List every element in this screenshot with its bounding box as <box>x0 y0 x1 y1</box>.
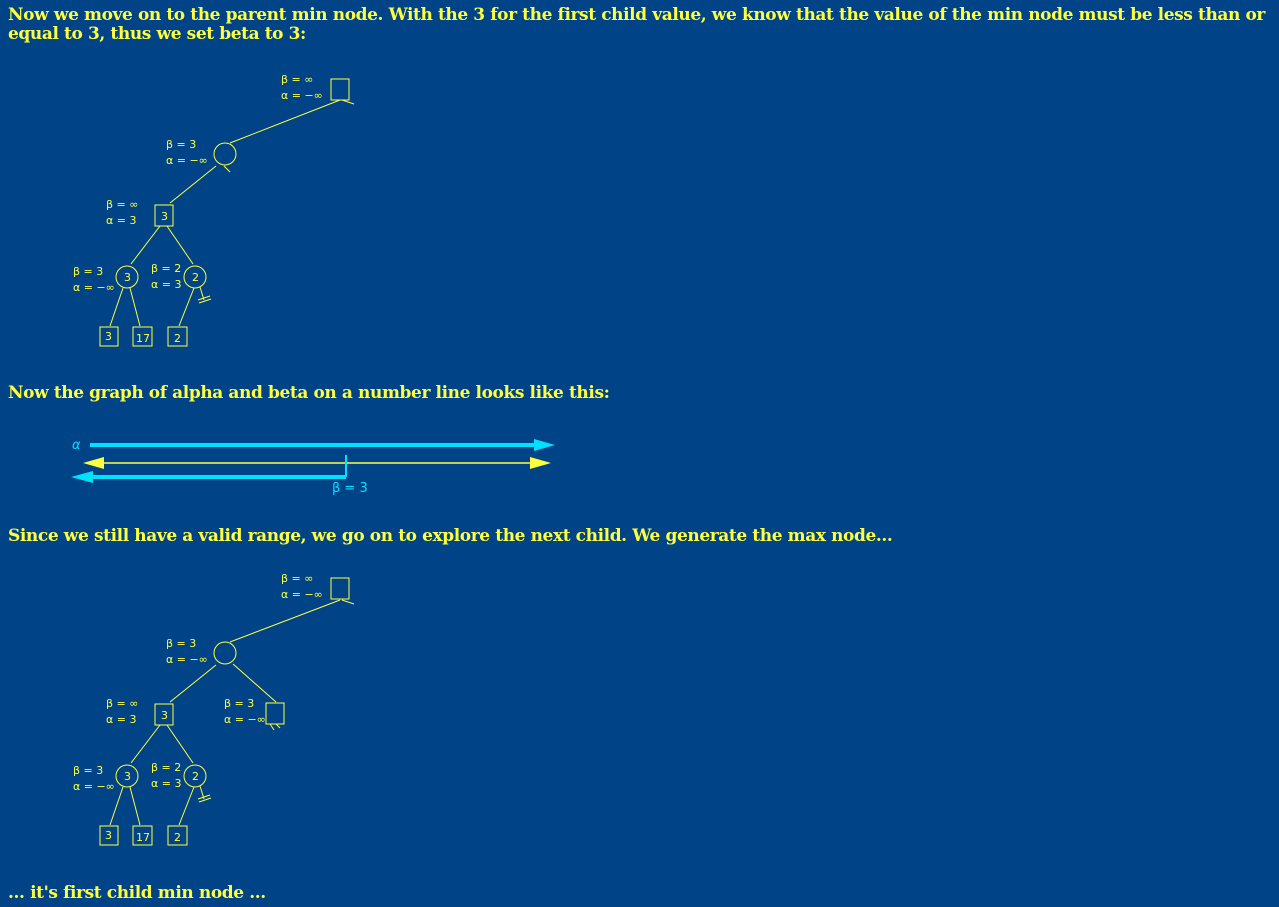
beta-label: β = 3 <box>224 697 254 710</box>
leaf-node <box>167 825 188 846</box>
paragraph-numberline: Now the graph of alpha and beta on a num… <box>8 383 610 403</box>
arrowhead-right-icon <box>530 457 551 469</box>
min-node-left <box>115 265 139 289</box>
arrowhead-right-icon <box>534 439 555 451</box>
alpha-label: α = 3 <box>151 278 181 291</box>
root-max-node <box>330 78 350 101</box>
paragraph-first-child: ... it's first child min node ... <box>8 883 266 903</box>
max-node-new <box>265 702 285 725</box>
leaf-node <box>132 326 153 347</box>
alpha-label: α = −∞ <box>281 588 323 601</box>
beta-label: β = 3 <box>73 265 103 278</box>
leaf-node <box>99 326 119 347</box>
beta-label: β = 3 <box>166 138 196 151</box>
beta-label: β = 3 <box>166 637 196 650</box>
paragraph-next-child: Since we still have a valid range, we go… <box>8 526 893 546</box>
min-node-right <box>183 764 207 788</box>
node-value: 3 <box>124 271 131 284</box>
beta-label: β = 3 <box>73 764 103 777</box>
min-node-left <box>115 764 139 788</box>
arrowhead-left-icon <box>71 471 93 483</box>
leaf-value: 17 <box>136 831 150 844</box>
leaf-value: 2 <box>174 831 181 844</box>
alpha-label: α = −∞ <box>166 653 208 666</box>
beta-label: β = 2 <box>151 761 181 774</box>
node-value: 2 <box>192 271 199 284</box>
paragraph-intro: Now we move on to the parent min node. W… <box>8 5 1265 44</box>
beta-label: β = 2 <box>151 262 181 275</box>
leaf-value: 17 <box>136 332 150 345</box>
alpha-label: α = −∞ <box>224 713 266 726</box>
alpha-label: α = −∞ <box>73 780 115 793</box>
beta-label: β = ∞ <box>106 697 138 710</box>
leaf-value: 3 <box>105 330 112 343</box>
alpha-label: α = −∞ <box>281 89 323 102</box>
leaf-value: 2 <box>174 332 181 345</box>
node-value: 3 <box>124 770 131 783</box>
alpha-label: α = 3 <box>106 713 136 726</box>
beta-label: β = ∞ <box>106 198 138 211</box>
number-line-diagram: α β = 3 <box>71 438 555 496</box>
alpha-label: α = −∞ <box>73 281 115 294</box>
tree-diagram-1: β = ∞ α = −∞ β = 3 α = −∞ β = ∞ α = 3 3 … <box>73 73 355 347</box>
alpha-label: α = 3 <box>151 777 181 790</box>
max-node <box>154 703 174 726</box>
arrowhead-left-icon <box>83 457 104 469</box>
beta-label: β = ∞ <box>281 73 313 86</box>
beta-label: β = 3 <box>332 481 368 496</box>
node-value: 3 <box>161 709 168 722</box>
min-node <box>213 142 237 166</box>
alpha-label: α = −∞ <box>166 154 208 167</box>
min-node <box>213 641 237 665</box>
node-value: 3 <box>161 210 168 223</box>
alpha-label: α = 3 <box>106 214 136 227</box>
tree-diagram-2: β = ∞ α = −∞ β = 3 α = −∞ β = ∞ α = 3 3 … <box>73 572 355 846</box>
root-max-node <box>330 577 350 600</box>
leaf-node <box>99 825 119 846</box>
leaf-value: 3 <box>105 829 112 842</box>
leaf-node <box>132 825 153 846</box>
leaf-node <box>167 326 188 347</box>
min-node-right <box>183 265 207 289</box>
alpha-label: α <box>72 438 81 453</box>
node-value: 2 <box>192 770 199 783</box>
max-node <box>154 204 174 227</box>
beta-label: β = ∞ <box>281 572 313 585</box>
